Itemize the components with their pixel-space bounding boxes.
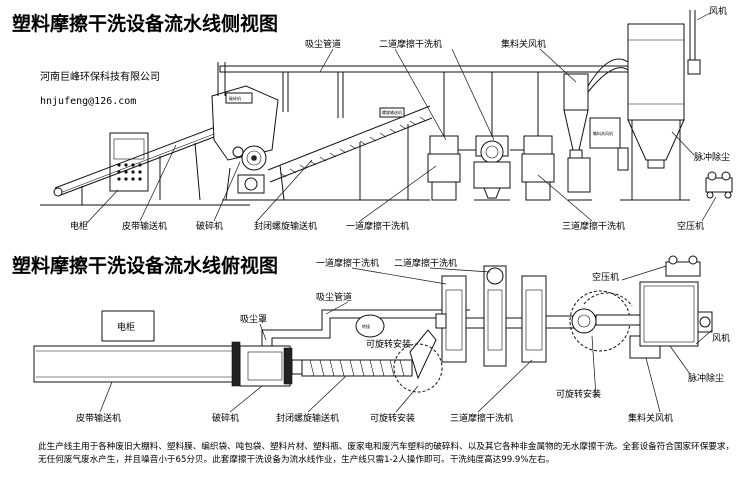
side-label-fan: 风机 bbox=[709, 5, 727, 17]
top-label-compressor: 空压机 bbox=[592, 271, 619, 283]
top-third-washer bbox=[505, 275, 547, 363]
top-label-dust-hood: 吸尘罩 bbox=[240, 314, 267, 325]
svg-text:螺旋输送机: 螺旋输送机 bbox=[382, 109, 402, 115]
side-label-belt: 皮带输送机 bbox=[122, 220, 167, 232]
top-dust-duct: 转接 bbox=[261, 309, 470, 346]
top-screw-conveyor bbox=[301, 329, 443, 393]
svg-text:集料关风机: 集料关风机 bbox=[593, 130, 613, 136]
top-label-first-washer: 一道摩擦干洗机 bbox=[316, 257, 379, 269]
side-label-feed-fan: 集料关风机 bbox=[501, 38, 546, 50]
svg-text:破碎机: 破碎机 bbox=[229, 95, 241, 101]
side-first-washer bbox=[427, 72, 461, 201]
top-cabinet: 电柜 bbox=[101, 310, 155, 342]
top-label-feed-fan: 集料关风机 bbox=[628, 412, 673, 424]
top-label-fan: 风机 bbox=[712, 332, 730, 344]
top-label-pulse-dust: 脉冲除尘 bbox=[688, 372, 724, 384]
side-label-second-washer: 二道摩擦干洗机 bbox=[379, 38, 442, 50]
side-screw-conveyor: 螺旋输送机 bbox=[267, 105, 433, 201]
side-label-crusher: 破碎机 bbox=[196, 220, 223, 232]
side-compressor bbox=[705, 171, 733, 199]
svg-text:转接: 转接 bbox=[362, 323, 370, 329]
side-third-washer bbox=[510, 72, 555, 201]
top-belt-conveyor bbox=[33, 341, 241, 387]
side-second-washer bbox=[458, 72, 511, 201]
top-label-third-washer: 三道摩擦干洗机 bbox=[450, 412, 513, 424]
side-label-screw: 封闭螺旋输送机 bbox=[254, 220, 317, 232]
side-cabinet bbox=[109, 132, 149, 192]
top-crusher bbox=[239, 345, 305, 387]
top-second-washer bbox=[465, 265, 507, 367]
side-view-title: 塑料摩擦干洗设备流水线侧视图 bbox=[12, 12, 278, 35]
top-label-rotary-right: 可旋转安装 bbox=[556, 388, 601, 400]
company-email: hnjufeng@126.com bbox=[40, 96, 136, 107]
top-label-rotary-left: 可旋转安装 bbox=[366, 338, 411, 350]
side-view: 塑料摩擦干洗设备流水线侧视图 河南巨峰环保科技有限公司 hnjufeng@126… bbox=[12, 5, 733, 232]
side-pulse-dust-collector bbox=[620, 10, 701, 201]
top-label-screw: 封闭螺旋输送机 bbox=[276, 412, 339, 424]
top-view-title: 塑料摩擦干洗设备流水线俯视图 bbox=[12, 254, 278, 277]
side-crusher: 破碎机 bbox=[211, 85, 290, 201]
side-label-first-washer: 一道摩擦干洗机 bbox=[346, 220, 409, 232]
top-label-cabinet: 电柜 bbox=[117, 321, 135, 333]
top-view: 塑料摩擦干洗设备流水线俯视图 电柜 转接 bbox=[12, 254, 730, 424]
top-compressor bbox=[665, 255, 701, 277]
side-label-cabinet: 电柜 bbox=[70, 220, 88, 232]
top-feed-fan bbox=[545, 290, 661, 359]
side-cyclone-feed-fan: 集料关风机 bbox=[563, 58, 629, 201]
side-label-third-washer: 三道摩擦干洗机 bbox=[562, 220, 625, 232]
top-pulse-dust-collector bbox=[639, 281, 713, 347]
side-label-dust-duct: 吸尘管道 bbox=[305, 38, 341, 50]
top-label-dust-duct: 吸尘管道 bbox=[316, 291, 352, 303]
company-name: 河南巨峰环保科技有限公司 bbox=[40, 70, 160, 83]
top-first-washer bbox=[435, 275, 467, 363]
top-label-crusher: 破碎机 bbox=[212, 412, 239, 424]
top-label-belt: 皮带输送机 bbox=[76, 412, 121, 424]
top-label-rotary-mid: 可旋转安装 bbox=[370, 412, 415, 424]
description-text: 此生产线主用于各种废旧大棚料、塑料膜、编织袋、吨包袋、塑料片材、塑料瓶、废家电和… bbox=[38, 442, 735, 465]
side-label-compressor: 空压机 bbox=[677, 220, 704, 232]
side-label-pulse-dust: 脉冲除尘 bbox=[694, 151, 730, 163]
top-label-second-washer: 二道摩擦干洗机 bbox=[394, 257, 457, 269]
